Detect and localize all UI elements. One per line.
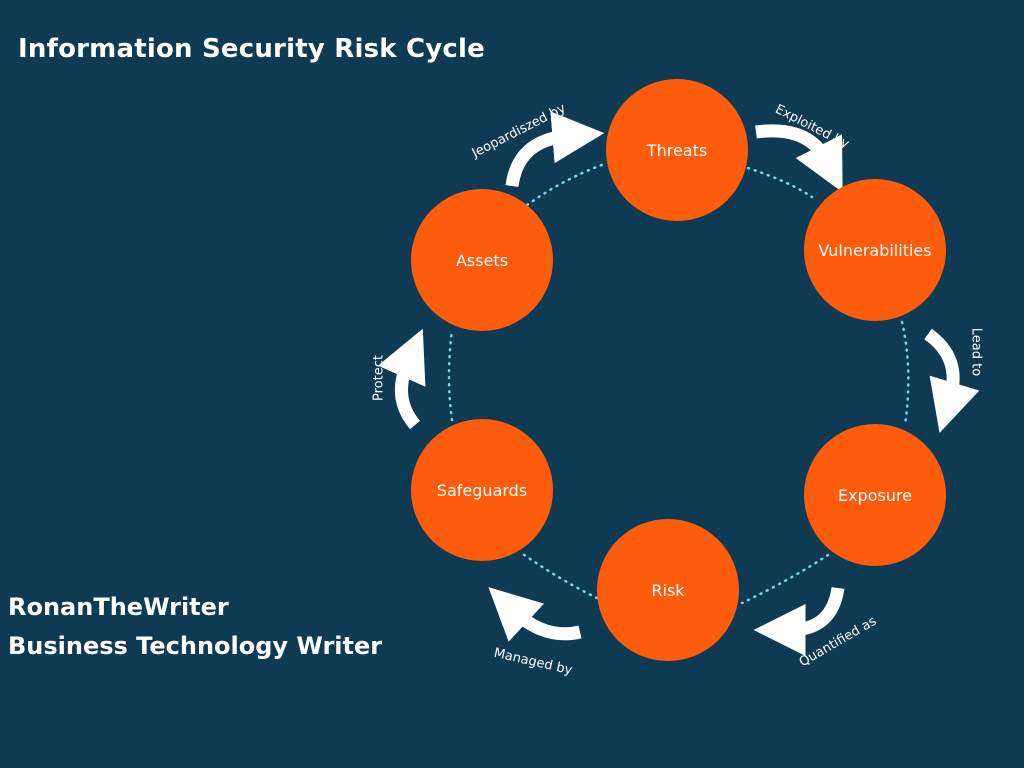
cycle-arrow-assets-to-threats bbox=[505, 111, 605, 188]
dotted-ring-segment bbox=[900, 320, 910, 427]
node-circle bbox=[804, 424, 946, 566]
node-safeguards: Safeguards bbox=[411, 419, 553, 561]
edge-label-vulnerabilities-to-exposure: Lead to bbox=[969, 328, 984, 376]
node-risk: Risk bbox=[597, 519, 739, 661]
edge-label-risk-to-safeguards: Managed by bbox=[492, 646, 574, 679]
dotted-ring-segment bbox=[525, 161, 609, 207]
node-label: Safeguards bbox=[437, 481, 527, 500]
node-circle bbox=[411, 189, 553, 331]
edge-label-safeguards-to-assets: Protect bbox=[372, 355, 387, 401]
cycle-arrow-exposure-to-risk bbox=[753, 586, 845, 656]
node-label: Risk bbox=[651, 581, 685, 600]
node-circle bbox=[804, 179, 946, 321]
cycle-arrow-threats-to-vulnerabilities bbox=[755, 124, 843, 193]
cycle-arrows bbox=[377, 111, 980, 656]
node-circle bbox=[597, 519, 739, 661]
node-exposure: Exposure bbox=[804, 424, 946, 566]
node-assets: Assets bbox=[411, 189, 553, 331]
dotted-ring-segment bbox=[746, 166, 814, 199]
cycle-arrow-vulnerabilities-to-exposure bbox=[924, 328, 980, 433]
dotted-ring-segment bbox=[447, 328, 454, 422]
node-vulnerabilities: Vulnerabilities bbox=[804, 179, 946, 321]
author-name: RonanTheWriter bbox=[8, 593, 229, 621]
author-block: RonanTheWriter Business Technology Write… bbox=[8, 588, 382, 666]
node-label: Exposure bbox=[838, 486, 912, 505]
page-title: Information Security Risk Cycle bbox=[18, 34, 485, 64]
node-circle bbox=[606, 79, 748, 221]
cycle-arrow-safeguards-to-assets bbox=[377, 328, 426, 430]
node-label: Vulnerabilities bbox=[818, 241, 931, 260]
node-threats: Threats bbox=[606, 79, 748, 221]
dotted-ring-segment bbox=[740, 553, 830, 605]
dotted-ring bbox=[447, 161, 910, 605]
node-circle bbox=[411, 419, 553, 561]
author-role: Business Technology Writer bbox=[8, 632, 383, 660]
node-label: Assets bbox=[456, 251, 508, 270]
node-label: Threats bbox=[646, 141, 707, 160]
cycle-arrow-risk-to-safeguards bbox=[488, 587, 582, 642]
dotted-ring-segment bbox=[518, 550, 599, 600]
